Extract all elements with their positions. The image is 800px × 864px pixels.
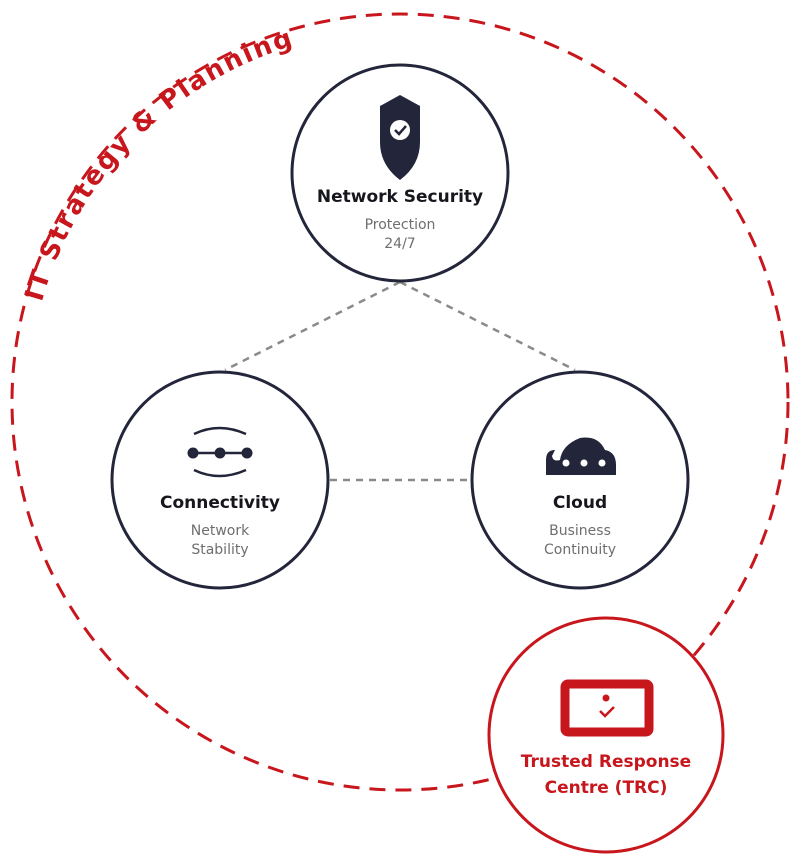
node-subtitle-line1: Protection	[365, 217, 436, 233]
connector-security-cloud	[399, 280, 576, 372]
node-cloud: Cloud Business Continuity	[470, 370, 690, 590]
shield-check-icon	[380, 95, 420, 180]
outer-label: IT Strategy & Planning	[20, 23, 298, 304]
node-title: Network Security	[317, 187, 483, 207]
node-subtitle-line1: Business	[549, 523, 611, 539]
monitor-check-icon	[560, 679, 654, 737]
connection-nodes-icon	[187, 426, 253, 478]
trc-title-line1: Trusted Response	[521, 752, 691, 772]
node-subtitle-line1: Network	[191, 523, 250, 539]
node-trc: Trusted Response Centre (TRC)	[487, 616, 725, 854]
trc-title-line2: Centre (TRC)	[545, 778, 668, 798]
node-connectivity: Connectivity Network Stability	[110, 370, 330, 590]
node-title: Connectivity	[160, 493, 280, 513]
node-title: Cloud	[553, 493, 607, 513]
outer-dashed-ring	[10, 12, 790, 792]
node-subtitle-line2: Continuity	[544, 542, 616, 558]
node-subtitle-line2: 24/7	[384, 236, 415, 252]
node-network-security: Network Security Protection 24/7	[290, 63, 510, 283]
node-subtitle-line2: Stability	[191, 542, 248, 558]
cloud-icon	[546, 437, 616, 475]
connector-security-connectivity	[224, 280, 401, 372]
